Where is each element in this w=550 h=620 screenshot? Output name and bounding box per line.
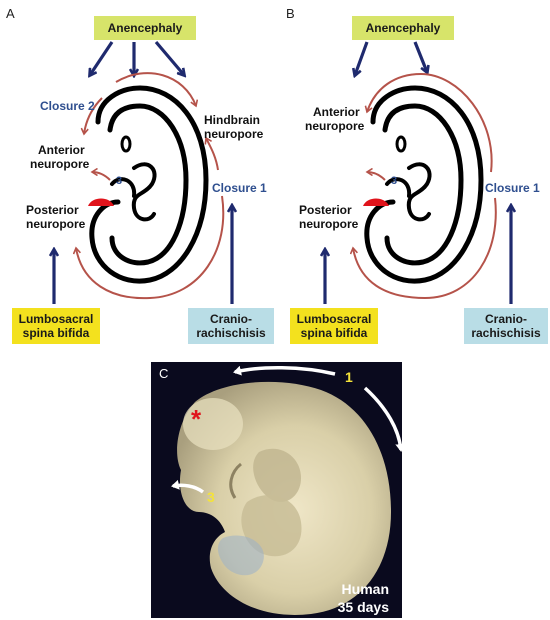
lumbosacral-line2-b: spina bifida xyxy=(301,326,368,340)
lumbosacral-line1-b: Lumbosacral xyxy=(297,312,372,326)
anterior-label-line2-b: neuropore xyxy=(305,119,365,133)
cranio-line2-a: rachischisis xyxy=(196,326,265,340)
closure1-photo-label: 1 xyxy=(345,369,353,385)
embryo-face-b xyxy=(409,164,430,219)
embryo-face-a xyxy=(134,164,155,219)
anencephaly-arrow-left-a xyxy=(90,42,112,75)
posterior-label-line2-a: neuropore xyxy=(26,217,86,231)
anterior-label-line1-a: Anterior xyxy=(38,143,85,157)
anencephaly-arrow-right-a xyxy=(156,42,184,75)
anterior-neuropore-asterisk: * xyxy=(191,404,202,434)
posterior-label-line1-a: Posterior xyxy=(26,203,79,217)
embryo-photo: C * 1 3 Human 35 days xyxy=(151,362,402,618)
lumbosacral-line2-a: spina bifida xyxy=(23,326,90,340)
closure3-photo-label: 3 xyxy=(207,489,215,505)
hindbrain-label-line1-a: Hindbrain xyxy=(204,113,260,127)
panel-a-diagram: Closure 2 Closure 1 3 Hindbrain neuropor… xyxy=(0,0,275,305)
closure1-label-b: Closure 1 xyxy=(485,181,540,195)
photo-caption-line1: Human xyxy=(342,581,389,597)
panel-c-letter: C xyxy=(159,366,168,381)
posterior-neuropore-red-a xyxy=(88,199,114,207)
hindbrain-label-line2-a: neuropore xyxy=(204,127,264,141)
closure2-label-a: Closure 2 xyxy=(40,99,95,113)
lumbosacral-line1-a: Lumbosacral xyxy=(19,312,94,326)
cranio-box-b: Cranio- rachischisis xyxy=(464,308,548,344)
cranio-line1-b: Cranio- xyxy=(485,312,527,326)
lumbosacral-box-a: Lumbosacral spina bifida xyxy=(12,308,100,344)
cranio-box-a: Cranio- rachischisis xyxy=(188,308,274,344)
embryo-eye-a xyxy=(122,137,130,151)
closure3-label-a: 3 xyxy=(116,175,122,187)
lumbosacral-box-b: Lumbosacral spina bifida xyxy=(290,308,378,344)
closure3-arc-b xyxy=(367,172,385,180)
anencephaly-arrow-right-b xyxy=(415,42,427,72)
closure3-arc-a xyxy=(92,172,110,180)
closure1-label-a: Closure 1 xyxy=(212,181,267,195)
embryo-outline-a xyxy=(92,88,206,281)
posterior-neuropore-red-b xyxy=(363,199,389,207)
anencephaly-arrow-left-b xyxy=(355,42,367,75)
anterior-label-line2-a: neuropore xyxy=(30,157,90,171)
anterior-label-line1-b: Anterior xyxy=(313,105,360,119)
embryo-outline-b xyxy=(367,88,481,281)
panel-b-diagram: Closure 1 3 Anterior neuropore Posterior… xyxy=(275,0,550,305)
cranio-line1-a: Cranio- xyxy=(210,312,252,326)
embryo-eye-b xyxy=(397,137,405,151)
closure3-label-b: 3 xyxy=(391,175,397,187)
posterior-label-line2-b: neuropore xyxy=(299,217,359,231)
photo-caption-line2: 35 days xyxy=(338,599,390,615)
posterior-label-line1-b: Posterior xyxy=(299,203,352,217)
cranio-line2-b: rachischisis xyxy=(471,326,540,340)
